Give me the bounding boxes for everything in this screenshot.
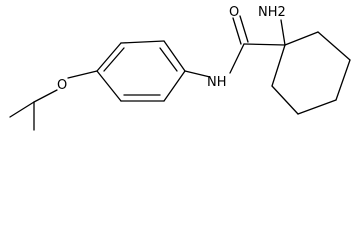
cyclohexane-bond-4 [297, 99, 337, 115]
ring-bond-4 [163, 70, 186, 102]
isopropyl-group [9, 89, 58, 131]
ring-bond-1 [96, 42, 122, 72]
atom-label-ether-oxygen: O [57, 78, 67, 93]
cyclohexane-bond-1 [284, 31, 319, 46]
ring-double-bond-1 [103, 47, 125, 72]
ring-double-bond-2 [159, 47, 178, 72]
bond-cq-nh2 [280, 19, 286, 46]
structure-diagram: O NH O NH2 [9, 5, 351, 131]
bond-c-o-double-1 [232, 17, 242, 45]
bond-nh-carbonyl [229, 43, 245, 74]
cyclohexane-bond-3 [335, 59, 351, 101]
atom-label-amine: NH2 [258, 5, 286, 20]
atom-label-carbonyl-oxygen: O [229, 5, 239, 20]
atom-label-amide-nitrogen: NH [207, 75, 227, 90]
bond-o-ring [67, 70, 98, 79]
bond-ch-o [33, 89, 58, 103]
cyclohexane-ring [271, 31, 351, 115]
bond-c-o-double-2 [239, 15, 249, 43]
cyclohexane-bond-5 [271, 85, 299, 115]
cyclohexane-bond-2 [317, 31, 351, 61]
ring-bond-2 [120, 40, 165, 44]
bond-ch3-left [9, 101, 35, 118]
cyclohexane-bond-6 [271, 44, 286, 87]
ring-bond-6 [96, 70, 122, 102]
benzene-ring [96, 40, 186, 102]
bond-carbonyl-cq [243, 43, 286, 46]
ring-bond-3 [163, 40, 186, 72]
bond-ring-nh [184, 70, 211, 78]
